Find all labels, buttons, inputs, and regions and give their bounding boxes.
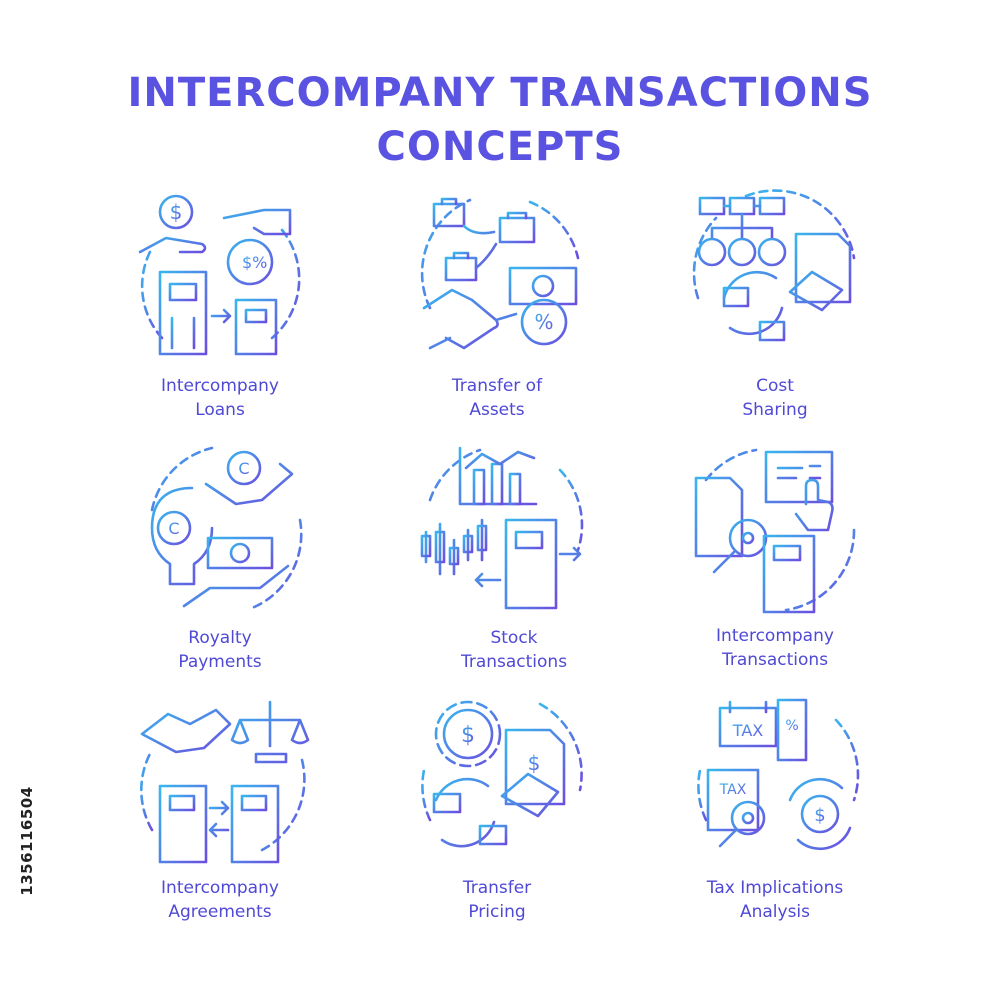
svg-text:TAX: TAX [732, 721, 763, 740]
label-stock-transactions: Stock Transactions [460, 628, 568, 672]
title-line-2: CONCEPTS [376, 124, 624, 170]
transfer-pricing-icon: $ $ [410, 690, 590, 870]
label-intercompany-loans: Intercompany Loans [161, 376, 279, 420]
svg-text:TAX: TAX [719, 782, 747, 798]
transfer-of-assets-icon: % [410, 188, 590, 368]
label-royalty-payments: Royalty Payments [178, 628, 262, 672]
svg-text:$: $ [461, 723, 475, 748]
svg-text:%: % [534, 310, 553, 334]
label-intercompany-transactions: Intercompany Transactions [716, 626, 834, 670]
label-cost-sharing: Cost Sharing [742, 376, 808, 420]
royalty-payments-icon: C C [132, 440, 312, 620]
svg-text:$: $ [814, 805, 825, 826]
svg-text:C: C [168, 519, 179, 538]
stock-transactions-icon [410, 440, 590, 620]
label-intercompany-agreements: Intercompany Agreements [161, 878, 279, 922]
intercompany-transactions-icon [686, 440, 866, 620]
label-transfer-pricing: Transfer Pricing [462, 878, 532, 922]
stock-image-id: 1356116504 [18, 786, 36, 896]
intercompany-loans-icon: $ $% [132, 188, 312, 368]
title-line-1: INTERCOMPANY TRANSACTIONS [127, 70, 873, 116]
svg-text:$: $ [170, 200, 183, 224]
intercompany-agreements-icon [132, 690, 312, 870]
label-tax-implications-analysis: Tax Implications Analysis [706, 878, 844, 922]
tax-implications-analysis-icon: TAX % TAX $ [686, 690, 866, 870]
svg-text:$%: $% [242, 253, 267, 272]
svg-text:C: C [238, 459, 249, 478]
label-transfer-of-assets: Transfer of Assets [451, 376, 543, 420]
svg-text:%: % [785, 718, 798, 734]
svg-text:$: $ [528, 751, 541, 775]
page-title: INTERCOMPANY TRANSACTIONS CONCEPTS [0, 66, 1000, 174]
cost-sharing-icon [686, 188, 866, 368]
